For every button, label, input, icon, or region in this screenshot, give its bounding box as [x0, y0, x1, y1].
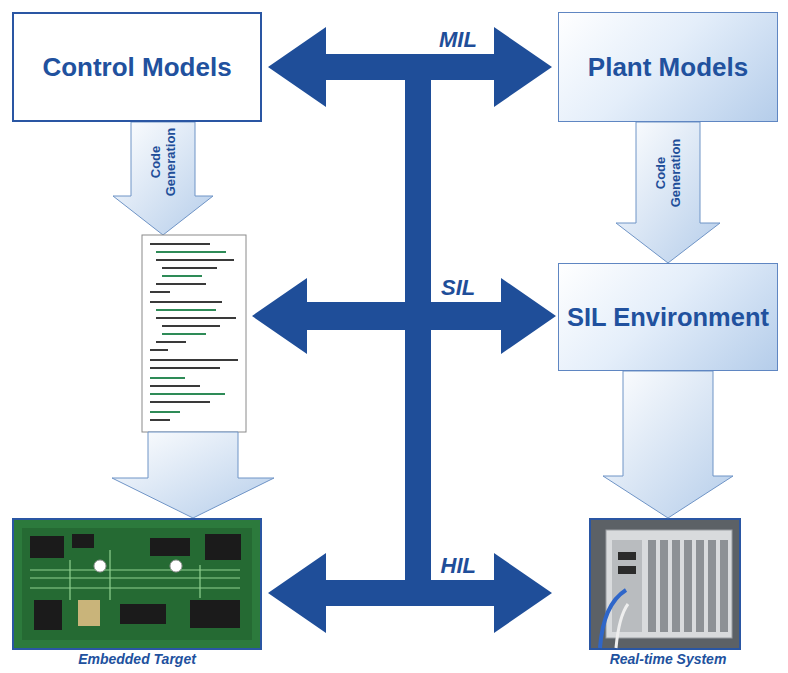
- code-line: [150, 359, 238, 361]
- chip: [34, 600, 62, 630]
- block-arrow: [112, 432, 274, 518]
- photo-frame: [590, 519, 740, 649]
- code-line: [156, 317, 236, 319]
- code-line: [156, 251, 226, 253]
- chip: [120, 604, 166, 624]
- port: [618, 566, 636, 574]
- chip: [190, 600, 240, 628]
- slot: [696, 540, 704, 632]
- slot: [672, 540, 680, 632]
- chip: [150, 538, 190, 556]
- hardware-node: Embedded Target: [12, 518, 262, 668]
- arrow-label: SIL: [438, 276, 478, 300]
- code-line: [162, 275, 202, 277]
- code-line: [150, 401, 210, 403]
- hardware-node: Real-time System: [558, 518, 778, 668]
- code-lines: [150, 243, 238, 421]
- code-line: [156, 259, 234, 261]
- slot: [684, 540, 692, 632]
- slot: [708, 540, 716, 632]
- code-line: [156, 309, 216, 311]
- block-arrow: [113, 122, 213, 235]
- double-arrow: [268, 27, 552, 107]
- pcb-area: [22, 528, 252, 640]
- code-line: [156, 283, 206, 285]
- mount-hole: [94, 560, 106, 572]
- model-box: Plant Models: [558, 12, 778, 122]
- code-line: [162, 325, 220, 327]
- code-line: [150, 243, 210, 245]
- double-arrow: [252, 278, 556, 354]
- node-caption: Embedded Target: [78, 651, 196, 668]
- node-caption: Real-time System: [610, 651, 727, 668]
- code-line: [150, 349, 168, 351]
- slot: [660, 540, 668, 632]
- code-line: [162, 333, 206, 335]
- port: [618, 552, 636, 560]
- code-listing: [142, 235, 246, 432]
- block-arrow: [616, 122, 720, 263]
- double-arrow: [268, 553, 552, 633]
- component: [78, 600, 100, 626]
- pcb-traces: [30, 550, 240, 600]
- code-line: [150, 419, 170, 421]
- edge-label: HIL: [438, 554, 479, 578]
- chip: [72, 534, 94, 548]
- code-line: [162, 267, 217, 269]
- chip: [205, 534, 241, 560]
- code-line: [150, 291, 170, 293]
- slot: [720, 540, 728, 632]
- code-line: [150, 393, 225, 395]
- chassis-picture: [590, 519, 740, 649]
- environment-box: SIL Environment: [558, 263, 778, 371]
- chip: [30, 536, 64, 558]
- model-box: Control Models: [12, 12, 262, 122]
- chassis: [606, 530, 732, 638]
- cable: [616, 604, 628, 648]
- code-line: [150, 377, 185, 379]
- pcb-board: [13, 519, 261, 649]
- arrow-label: Code Generation: [148, 123, 178, 201]
- node-title: SIL Environment: [567, 302, 769, 332]
- node-title: Plant Models: [588, 52, 748, 82]
- block-arrow: [603, 371, 733, 518]
- code-line: [150, 301, 222, 303]
- slot: [648, 540, 656, 632]
- mount-hole: [170, 560, 182, 572]
- edge-label: MIL: [436, 28, 480, 52]
- code-line: [156, 341, 186, 343]
- code-line: [150, 385, 200, 387]
- code-line: [150, 367, 220, 369]
- code-line: [150, 411, 180, 413]
- pcb-picture: [13, 519, 261, 649]
- node-title: Control Models: [42, 52, 231, 82]
- edge-label: Code Generation: [653, 134, 683, 212]
- controller-module: [612, 540, 642, 632]
